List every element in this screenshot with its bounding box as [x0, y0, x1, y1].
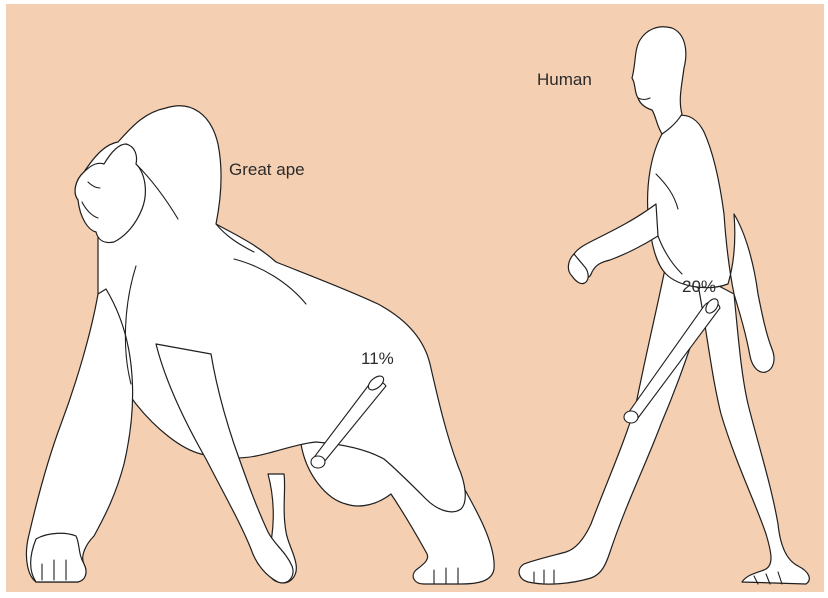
diagram-panel: Great ape Human 11% 20%	[6, 4, 824, 592]
great-ape-label: Great ape	[229, 161, 305, 178]
diagram-svg	[6, 4, 824, 592]
ape-front-hand	[31, 533, 86, 582]
human-percent-label: 20%	[682, 278, 716, 295]
human-label: Human	[537, 71, 592, 88]
great-ape-percent-label: 11%	[361, 350, 394, 367]
